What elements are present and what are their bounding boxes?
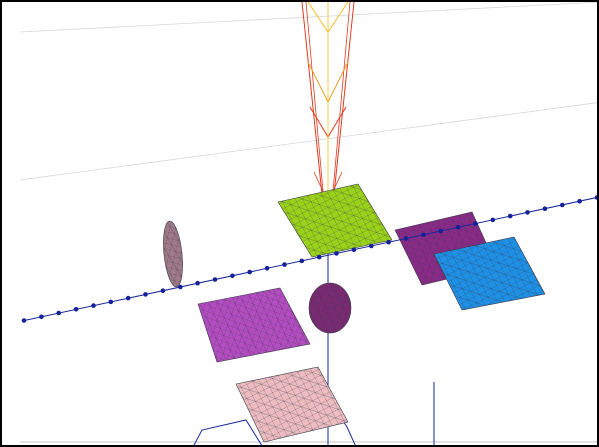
beam-node[interactable] — [125, 295, 131, 301]
beam-node[interactable] — [247, 269, 252, 275]
beam-node[interactable] — [525, 210, 530, 215]
magenta-plate[interactable] — [197, 287, 311, 363]
beam-node[interactable] — [542, 206, 548, 211]
beam-node[interactable] — [507, 213, 513, 219]
beam-node[interactable] — [39, 314, 44, 320]
beam-node[interactable] — [369, 243, 374, 249]
pink-plate[interactable] — [235, 366, 349, 443]
blue-plate[interactable] — [433, 236, 546, 311]
beam-node[interactable] — [455, 225, 461, 230]
beam-node[interactable] — [143, 292, 148, 297]
beam-node[interactable] — [230, 273, 235, 279]
beam-node[interactable] — [403, 236, 409, 241]
beam-node[interactable] — [438, 228, 444, 234]
beam-node[interactable] — [316, 254, 322, 260]
beam-node[interactable] — [178, 284, 183, 290]
beam-node[interactable] — [351, 247, 357, 252]
beam-node[interactable] — [334, 251, 339, 256]
beam-node[interactable] — [282, 262, 287, 267]
beam-node[interactable] — [490, 217, 496, 223]
beam-node[interactable] — [108, 299, 114, 305]
beam-node[interactable] — [195, 280, 200, 286]
beam-node[interactable] — [73, 307, 79, 312]
beam-node[interactable] — [160, 288, 166, 294]
mauve-disc[interactable] — [161, 220, 186, 288]
beam-node[interactable] — [56, 310, 61, 316]
beam-node[interactable] — [386, 239, 391, 245]
beam-axis[interactable] — [21, 195, 599, 323]
ground-guides — [19, 2, 597, 443]
beam-node[interactable] — [594, 195, 599, 200]
beam-node[interactable] — [21, 318, 27, 323]
beam-node[interactable] — [299, 258, 305, 264]
beam-node[interactable] — [91, 303, 96, 308]
beam-node[interactable] — [577, 198, 582, 204]
beam-node[interactable] — [212, 277, 218, 282]
beam-node[interactable] — [421, 232, 426, 238]
beam-node[interactable] — [264, 266, 270, 271]
purple-disc[interactable] — [308, 282, 352, 334]
beam-node[interactable] — [560, 202, 565, 208]
beam-node[interactable] — [473, 221, 478, 226]
green-plate[interactable] — [277, 183, 393, 258]
